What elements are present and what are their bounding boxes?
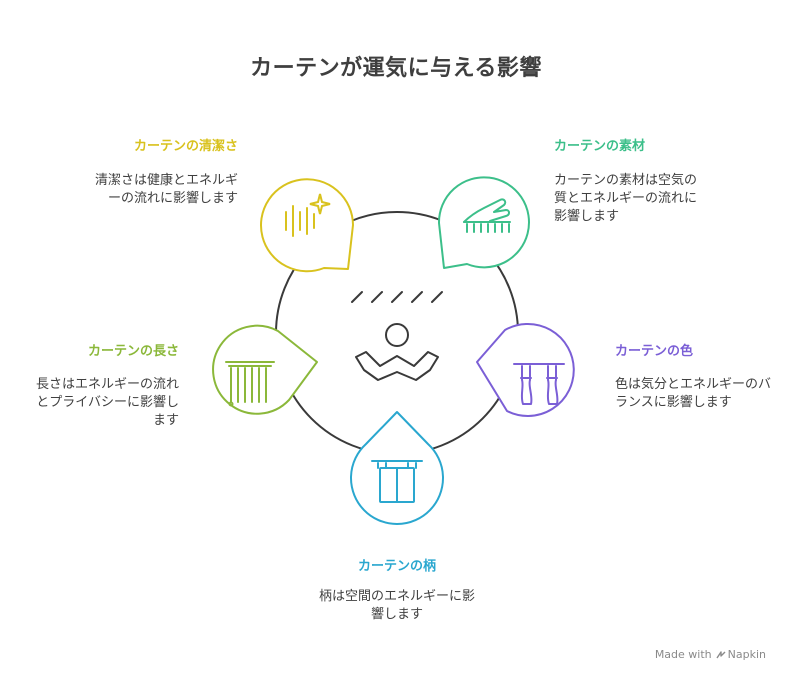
desc-color: 色は気分とエネルギーのバランスに影響します [615,377,772,410]
desc-length: 長さはエネルギーの流れとプライバシーに影響します [35,377,179,428]
label-cleanliness: カーテンの清潔さ [133,139,238,154]
long-curtain-icon [225,361,275,407]
drape-curtain-icon [371,460,423,503]
desc-pattern: 柄は空間のエネルギーに影響します [318,589,475,622]
hand-fabric-icon [463,198,511,233]
label-color: カーテンの色 [615,344,694,359]
node-pattern [350,411,444,525]
node-color [476,322,575,417]
sparkle-lines-icon [285,193,331,237]
desc-cleanliness: 清潔さは健康とエネルギーの流れに影響します [94,173,238,206]
teardrop-color [476,322,575,417]
node-material [437,176,530,269]
node-length [212,324,318,415]
footer-attribution: Made with Napkin [655,648,766,661]
napkin-logo-icon [716,650,726,658]
napkin-brand-text: Napkin [727,648,766,661]
node-cleanliness [260,178,354,273]
desc-material: カーテンの素材は空気の質とエネルギーの流れに影響します [554,173,698,224]
label-pattern: カーテンの柄 [357,559,436,574]
made-with-text: Made with [654,648,712,661]
napkin-brand: Napkin [716,648,766,661]
center-window-lines [351,291,443,303]
page-title: カーテンが運気に与える影響 [250,56,542,81]
tied-curtain-icon [513,363,565,405]
label-length: カーテンの長さ [87,344,179,359]
meditating-person-icon [355,323,439,381]
label-material: カーテンの素材 [554,139,646,154]
